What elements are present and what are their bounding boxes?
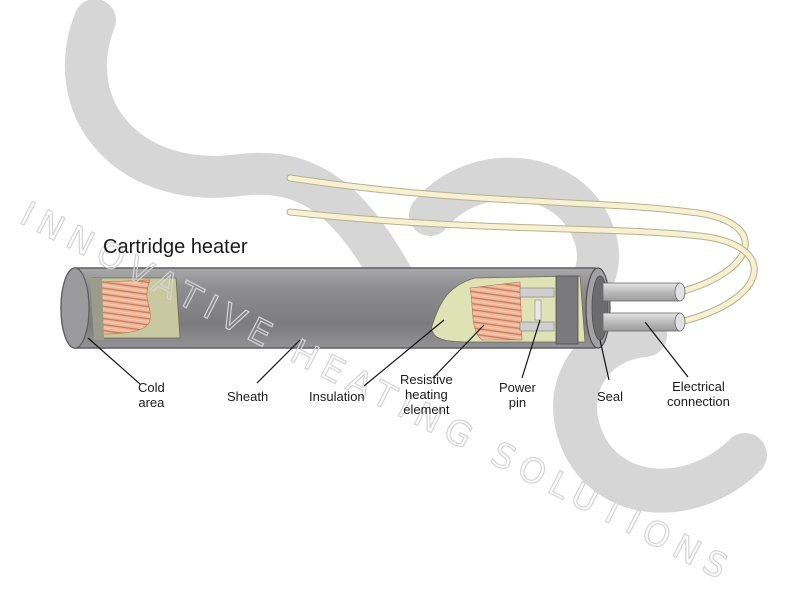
diagram-title: Cartridge heater <box>103 236 248 258</box>
leader-cold-area <box>87 337 141 385</box>
label-power-pin-line1: Power <box>499 380 536 395</box>
label-electrical-line1: Electrical <box>672 379 725 394</box>
leader-insulation <box>363 319 445 387</box>
label-insulation: Insulation <box>309 389 365 404</box>
label-seal: Seal <box>597 389 624 404</box>
label-power-pin-line2: pin <box>508 395 527 410</box>
label-sheath: Sheath <box>227 389 269 404</box>
leader-sheath <box>256 339 301 384</box>
label-heating-line1: Resistive <box>400 372 453 387</box>
cold-area-cutaway <box>90 277 181 340</box>
leader-lines <box>87 319 689 387</box>
leader-power-pin <box>521 319 541 379</box>
label-cold-area-line1: Cold <box>138 380 165 395</box>
label-cold-area: Cold area <box>138 380 165 410</box>
electrical-connection-tubes <box>602 282 686 332</box>
label-power-pin: Power pin <box>499 380 536 410</box>
leader-heating-element <box>432 324 485 379</box>
label-resistive-heating-element: Resistive heating element <box>400 372 453 417</box>
end-cap <box>585 267 611 349</box>
leader-electrical-connection <box>644 321 689 378</box>
label-heating-line2: heating <box>405 387 448 402</box>
label-electrical-connection: Electrical connection <box>667 379 730 409</box>
leader-seal <box>599 339 610 381</box>
lead-wires <box>286 174 758 326</box>
label-cold-area-line2: area <box>138 395 165 410</box>
hot-end-cutaway <box>431 275 586 345</box>
label-electrical-line2: connection <box>667 394 730 409</box>
label-heating-line3: element <box>403 402 450 417</box>
